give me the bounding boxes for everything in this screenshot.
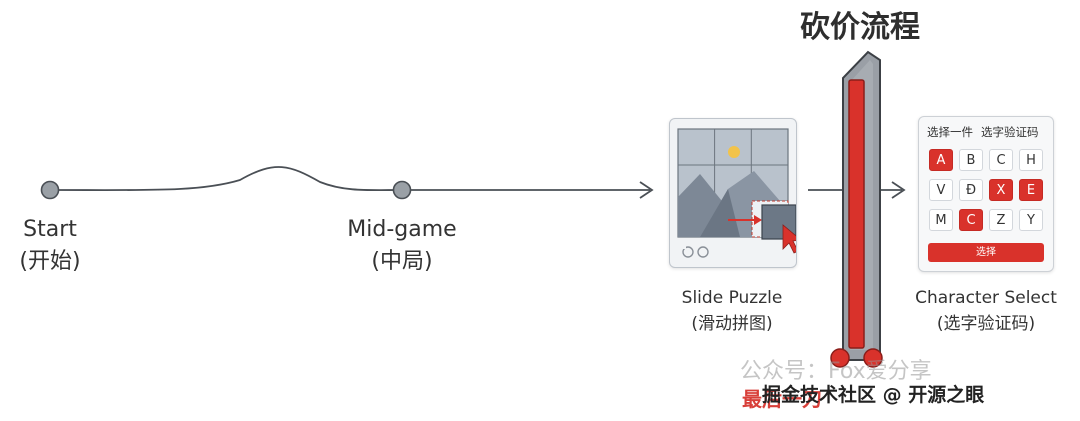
start-node <box>40 180 60 200</box>
slide-puzzle-card <box>669 118 802 268</box>
char-cell[interactable]: V <box>929 179 953 201</box>
select-button[interactable]: 选择 <box>928 243 1044 262</box>
watermark-wechat: 公众号：Fox爱分享 <box>740 359 932 384</box>
char-cell[interactable]: C <box>959 209 983 231</box>
character-select-label: Character Select (选字验证码) <box>900 286 1072 337</box>
flow-line-start-mid <box>49 166 403 192</box>
mid-label: Mid-game (中局) <box>332 214 472 278</box>
mid-label-zh: (中局) <box>371 248 433 274</box>
char-cell[interactable]: H <box>1019 149 1043 171</box>
start-label-zh: (开始) <box>19 248 81 274</box>
char-cell[interactable]: Z <box>989 209 1013 231</box>
char-cell[interactable]: M <box>929 209 953 231</box>
mid-node <box>392 180 412 200</box>
start-label-en: Start <box>23 217 77 242</box>
slide-puzzle-label-zh: (滑动拼图) <box>691 313 773 334</box>
header-left: 选择一件 <box>927 125 973 139</box>
sun-icon <box>728 146 740 158</box>
slide-puzzle-image <box>677 128 802 258</box>
arrow-head-char <box>891 181 906 199</box>
header-right: 选字验证码 <box>981 125 1039 139</box>
character-select-header: 选择一件选字验证码 <box>927 124 1039 140</box>
watermark-juejin: 掘金技术社区 @ 开源之眼 <box>762 384 985 406</box>
slide-puzzle-label-en: Slide Puzzle <box>681 288 783 308</box>
character-select-card: 选择一件选字验证码 A B C H V Đ X E M C Z Y 选择 <box>918 116 1054 272</box>
slide-puzzle-label: Slide Puzzle (滑动拼图) <box>647 286 817 337</box>
char-cell[interactable]: E <box>1019 179 1043 201</box>
char-cell[interactable]: A <box>929 149 953 171</box>
watermark-red-text: 最后一刀 <box>742 387 822 411</box>
character-select-label-en: Character Select <box>915 288 1057 308</box>
char-cell[interactable]: B <box>959 149 983 171</box>
char-cell[interactable]: Đ <box>959 179 983 201</box>
mid-label-en: Mid-game <box>347 217 457 242</box>
diagram-title: 砍价流程 <box>800 10 920 45</box>
start-label: Start (开始) <box>0 214 100 278</box>
char-cell[interactable]: X <box>989 179 1013 201</box>
char-cell[interactable]: C <box>989 149 1013 171</box>
character-select-label-zh: (选字验证码) <box>936 313 1036 334</box>
char-cell[interactable]: Y <box>1019 209 1043 231</box>
arrow-head-puzzle <box>639 181 654 199</box>
knife-blade <box>830 50 883 368</box>
refresh-icon <box>681 245 709 258</box>
